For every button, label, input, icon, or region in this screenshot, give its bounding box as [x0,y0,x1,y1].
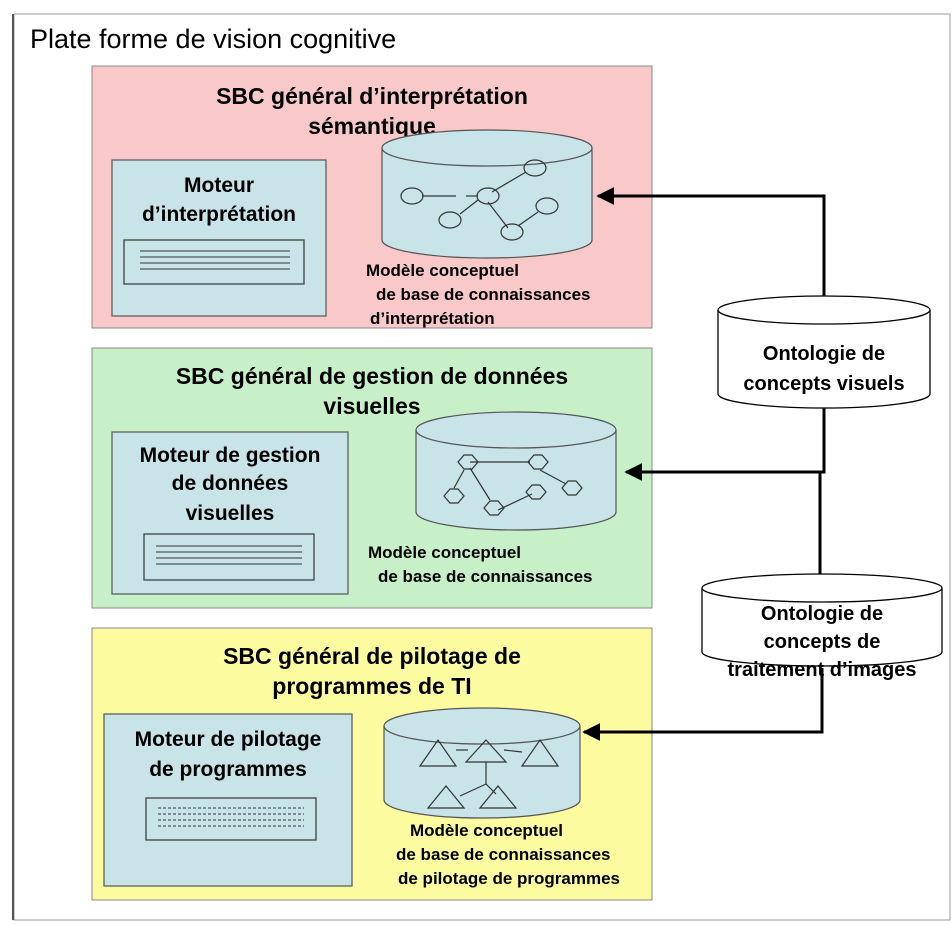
interpretation-model-database-icon [381,129,593,259]
interpretation-engine-box [111,159,327,317]
node-graph-icon [400,159,559,241]
visual-concepts-ontology-label-line1: Ontologie de [763,343,885,365]
data-management-model-label-line2: de base de connaissances [378,567,593,586]
interpretation-model-label-line2: de base de connaissances [376,285,591,304]
interpretation-model-label-line3: d’interprétation [370,309,495,328]
section-data-management-header-line1: SBC général de gestion de données [176,363,568,389]
arrow-visual-ontology-to-interpretation [596,187,826,312]
image-processing-ontology: Ontologie de concepts de traitement d’im… [701,573,943,681]
program-piloting-model-database-icon [383,707,581,819]
section-program-piloting: SBC général de pilotage de programmes de… [91,627,653,901]
connectors [582,187,826,741]
platform-frame-left-edge [12,14,14,920]
program-piloting-engine-label-line1: Moteur de pilotage [135,728,322,751]
visual-concepts-ontology: Ontologie de concepts visuels [717,295,931,409]
data-management-model-database-icon [415,411,617,531]
section-interpretation: SBC général d’interprétation sémantique … [91,65,653,329]
interpretation-document-icon [123,239,305,285]
hexagon-graph-icon [443,454,583,516]
triangle-graph-icon [418,738,560,809]
interpretation-engine-label-line2: d’interprétation [142,203,296,226]
program-piloting-model-label-line2: de base de connaissances [396,845,611,864]
arrow-visual-ontology-to-data-management [624,406,826,481]
data-management-engine-label-line3: visuelles [186,502,275,525]
data-management-engine-label-line2: de données [172,472,289,495]
program-piloting-model-label-line1: Modèle conceptuel [410,821,563,840]
interpretation-engine-label-line1: Moteur [184,174,254,197]
visual-concepts-ontology-label-line2: concepts visuels [743,373,904,395]
data-management-model-label-line1: Modèle conceptuel [368,543,521,562]
section-interpretation-header-line1: SBC général d’interprétation [216,83,528,109]
image-processing-ontology-label-line2: concepts de [764,631,881,653]
interpretation-model-label-line1: Modèle conceptuel [366,261,519,280]
data-management-document-icon [143,533,315,581]
section-data-management-header-line2: visuelles [323,393,420,419]
image-processing-ontology-label-line3: traitement d’images [728,659,917,681]
program-piloting-document-icon [145,797,317,841]
section-program-piloting-header-line2: programmes de TI [272,673,471,699]
image-processing-ontology-label-line1: Ontologie de [761,603,883,625]
program-piloting-model-label-line3: de pilotage de programmes [398,869,620,888]
section-data-management: SBC général de gestion de données visuel… [91,347,653,609]
data-management-engine-label-line1: Moteur de gestion [140,444,321,467]
page-title: Plate forme de vision cognitive [30,24,396,54]
section-program-piloting-header-line1: SBC général de pilotage de [223,643,521,669]
program-piloting-engine-label-line2: de programmes [149,758,307,781]
arrow-image-ontology-to-program-piloting [582,668,824,741]
